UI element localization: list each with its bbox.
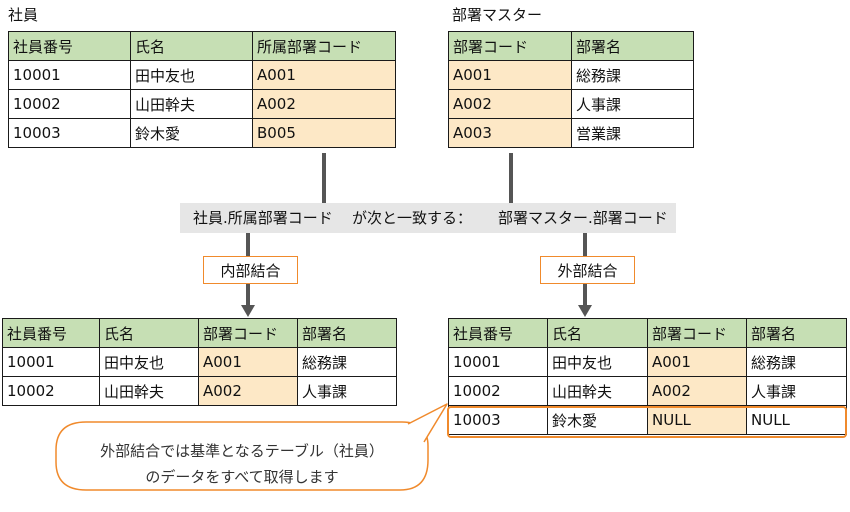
inner-join-label: 内部結合 (203, 256, 298, 284)
null-row-highlight (447, 406, 847, 438)
table-cell: NULL (647, 405, 747, 435)
column-header: 社員番号 (2, 318, 100, 348)
join-condition-middle: が次と一致する： (352, 209, 473, 227)
arrow-down-icon (578, 305, 592, 317)
table-cell: 田中友也 (130, 60, 253, 90)
table-cell: 田中友也 (547, 347, 648, 377)
table-row: 10003 鈴木愛 B005 (8, 118, 396, 148)
column-header: 氏名 (99, 318, 199, 348)
table-row: 10001 田中友也 A001 総務課 (2, 347, 397, 377)
table-row: A001 総務課 (448, 60, 694, 90)
table-cell: 山田幹夫 (130, 89, 253, 119)
dept-master-table: 部署コード 部署名 A001 総務課 A002 人事課 A003 営業課 (448, 31, 694, 148)
table-row: A003 営業課 (448, 118, 694, 148)
table-cell: 総務課 (297, 347, 397, 377)
employee-table-title: 社員 (8, 6, 39, 24)
column-header: 氏名 (130, 31, 253, 61)
join-condition-right: 部署マスター.部署コード (498, 209, 668, 227)
table-cell: 総務課 (746, 347, 847, 377)
table-cell: A001 (198, 347, 298, 377)
table-cell: 人事課 (746, 376, 847, 406)
outer-join-result-table: 社員番号 氏名 部署コード 部署名 10001 田中友也 A001 総務課 10… (448, 318, 847, 435)
arrow-shaft-inner (246, 284, 250, 306)
table-cell: 田中友也 (99, 347, 199, 377)
table-cell: 10001 (448, 347, 548, 377)
column-header: 部署名 (746, 318, 847, 348)
table-cell: 人事課 (571, 89, 694, 119)
callout-text-line2: のデータをすべて取得します (145, 468, 339, 486)
arrow-down-icon (241, 305, 255, 317)
table-cell: A002 (252, 89, 396, 119)
table-cell: B005 (252, 118, 396, 148)
table-header-row: 社員番号 氏名 部署コード 部署名 (2, 318, 397, 348)
table-row: 10001 田中友也 A001 総務課 (448, 347, 847, 377)
join-condition-banner: 社員.所属部署コード が次と一致する： 部署マスター.部署コード (180, 203, 676, 233)
column-header: 部署コード (198, 318, 298, 348)
table-cell: A001 (647, 347, 747, 377)
connector-line-dept (509, 153, 513, 203)
column-header: 社員番号 (448, 318, 548, 348)
table-cell: A001 (252, 60, 396, 90)
column-header: 部署コード (448, 31, 572, 61)
table-cell: 10001 (2, 347, 100, 377)
column-header: 氏名 (547, 318, 648, 348)
table-cell: 総務課 (571, 60, 694, 90)
table-cell: 10003 (448, 405, 548, 435)
table-cell: 山田幹夫 (547, 376, 648, 406)
table-header-row: 部署コード 部署名 (448, 31, 694, 61)
table-cell: 山田幹夫 (99, 376, 199, 406)
table-cell: A003 (448, 118, 572, 148)
join-condition-left: 社員.所属部署コード (193, 209, 333, 227)
table-cell: A001 (448, 60, 572, 90)
table-row: A002 人事課 (448, 89, 694, 119)
callout-text-line1: 外部結合では基準となるテーブル（社員） (100, 442, 384, 460)
table-row: 10001 田中友也 A001 (8, 60, 396, 90)
table-header-row: 社員番号 氏名 部署コード 部署名 (448, 318, 847, 348)
table-row: 10003 鈴木愛 NULL NULL (448, 405, 847, 435)
table-header-row: 社員番号 氏名 所属部署コード (8, 31, 396, 61)
table-cell: 人事課 (297, 376, 397, 406)
table-cell: 営業課 (571, 118, 694, 148)
column-header: 社員番号 (8, 31, 131, 61)
table-cell: NULL (746, 405, 847, 435)
connector-line-outer (583, 233, 587, 256)
table-row: 10002 山田幹夫 A002 人事課 (2, 376, 397, 406)
connector-line-employee (322, 153, 326, 203)
table-cell: 10001 (8, 60, 131, 90)
column-header: 部署コード (647, 318, 747, 348)
table-row: 10002 山田幹夫 A002 人事課 (448, 376, 847, 406)
column-header: 部署名 (297, 318, 397, 348)
inner-join-result-table: 社員番号 氏名 部署コード 部署名 10001 田中友也 A001 総務課 10… (2, 318, 397, 406)
column-header: 部署名 (571, 31, 694, 61)
table-cell: 10003 (8, 118, 131, 148)
table-cell: A002 (647, 376, 747, 406)
table-cell: A002 (198, 376, 298, 406)
table-cell: A002 (448, 89, 572, 119)
arrow-shaft-outer (583, 284, 587, 306)
connector-line-inner (246, 233, 250, 256)
outer-join-label: 外部結合 (540, 256, 635, 284)
employee-table: 社員番号 氏名 所属部署コード 10001 田中友也 A001 10002 山田… (8, 31, 396, 148)
table-cell: 10002 (448, 376, 548, 406)
table-cell: 10002 (2, 376, 100, 406)
table-row: 10002 山田幹夫 A002 (8, 89, 396, 119)
table-cell: 鈴木愛 (130, 118, 253, 148)
table-cell: 10002 (8, 89, 131, 119)
column-header: 所属部署コード (252, 31, 396, 61)
dept-master-table-title: 部署マスター (452, 6, 543, 24)
